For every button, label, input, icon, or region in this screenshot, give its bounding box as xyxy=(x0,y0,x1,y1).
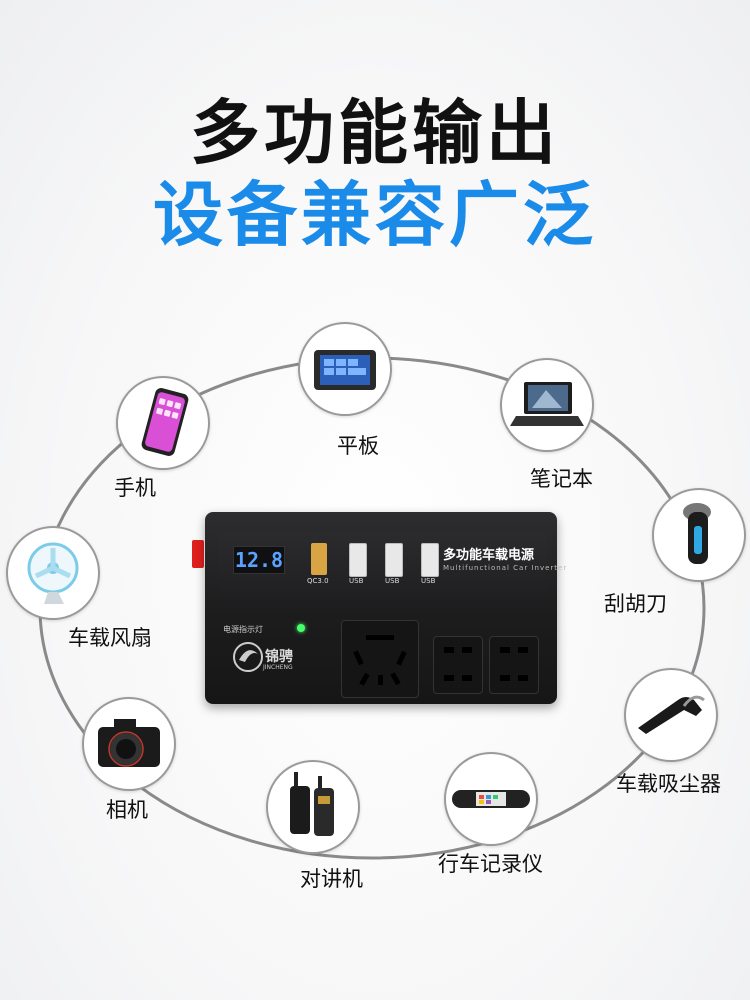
device-dashcam xyxy=(444,752,538,846)
device-phone xyxy=(116,376,210,470)
headline-wide-compatibility: 设备兼容广泛 xyxy=(153,174,597,256)
shaver-icon xyxy=(683,503,711,564)
laptop-icon xyxy=(510,382,584,426)
dashcam-icon xyxy=(452,790,530,808)
label-laptop: 笔记本 xyxy=(530,467,593,491)
walkie-talkie-icon xyxy=(290,772,334,836)
phone-icon xyxy=(141,388,189,456)
label-vacuum: 车载吸尘器 xyxy=(616,772,721,796)
device-laptop xyxy=(500,358,594,452)
inverter-subtitle: Multifunctional Car Inverter xyxy=(443,564,568,572)
voltage-display: 12.8 xyxy=(233,546,285,574)
usb-port-2 xyxy=(385,543,403,577)
dc-socket-2 xyxy=(489,636,539,694)
tablet-icon xyxy=(314,350,376,390)
brand-name-en: JINCHENG xyxy=(263,664,293,671)
port-label-usb-3: USB xyxy=(421,577,436,585)
inverter-top-panel: 12.8 QC3.0 USB USB USB 多功能车载电源 Multifunc… xyxy=(219,534,566,596)
power-indicator-label: 电源指示灯 xyxy=(223,625,263,634)
usb-port-3 xyxy=(421,543,439,577)
port-label-usb-2: USB xyxy=(385,577,400,585)
label-phone: 手机 xyxy=(114,476,156,500)
label-dashcam: 行车记录仪 xyxy=(438,852,543,876)
brand-logo-icon xyxy=(233,642,263,672)
dc-socket-1 xyxy=(433,636,483,694)
device-shaver xyxy=(652,488,746,582)
label-walkie-talkie: 对讲机 xyxy=(300,867,363,891)
label-shaver: 刮胡刀 xyxy=(604,592,667,616)
port-label-usb-1: USB xyxy=(349,577,364,585)
device-camera xyxy=(82,697,176,791)
power-switch xyxy=(192,540,204,568)
power-indicator-led xyxy=(297,624,305,632)
device-fan xyxy=(6,526,100,620)
label-tablet: 平板 xyxy=(337,434,379,458)
usb-port-1 xyxy=(349,543,367,577)
inverter-title: 多功能车载电源 xyxy=(443,548,535,563)
camera-icon xyxy=(98,719,160,767)
label-fan: 车载风扇 xyxy=(68,626,152,650)
device-tablet xyxy=(298,322,392,416)
qc-port xyxy=(311,543,327,575)
brand-name: 锦骋 xyxy=(265,649,293,665)
label-camera: 相机 xyxy=(106,798,148,822)
port-label-qc: QC3.0 xyxy=(307,577,329,585)
device-walkie-talkie xyxy=(266,760,360,854)
ac-socket xyxy=(341,620,419,698)
vacuum-icon xyxy=(638,695,705,734)
headline-multifunction-output: 多功能输出 xyxy=(190,92,560,174)
fan-icon xyxy=(27,542,79,604)
device-vacuum xyxy=(624,668,718,762)
car-inverter: 12.8 QC3.0 USB USB USB 多功能车载电源 Multifunc… xyxy=(205,512,566,704)
